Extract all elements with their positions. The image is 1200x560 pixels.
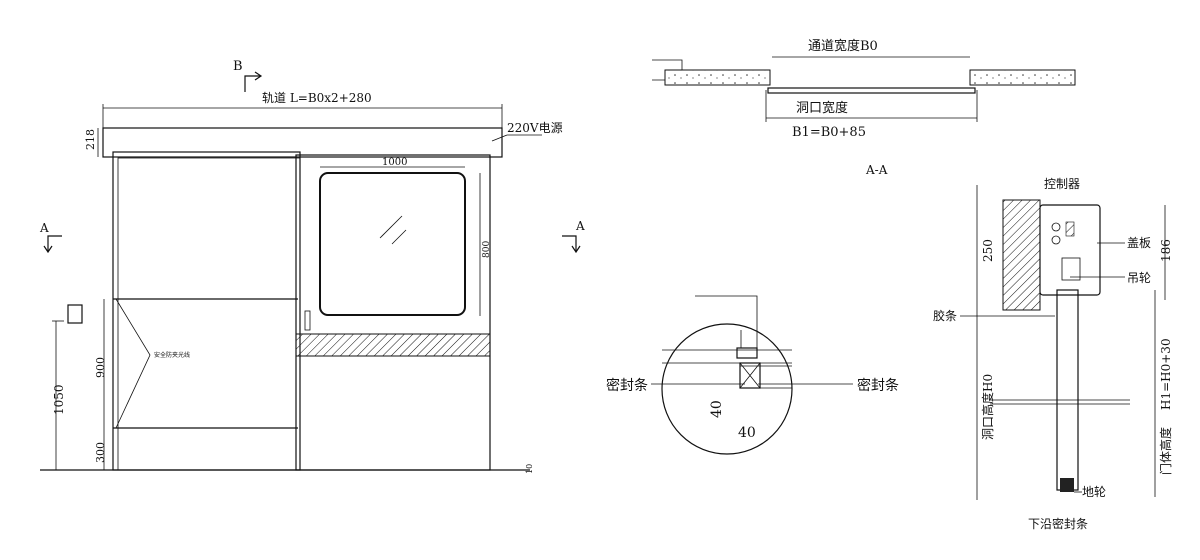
passage-width-label: 通道宽度B0 <box>808 38 878 54</box>
wall-section <box>1002 199 1041 311</box>
sensor-height-900: 900 <box>94 357 107 378</box>
floor-wheel <box>1060 478 1074 492</box>
controller-label: 控制器 <box>1044 177 1080 191</box>
operator-housing <box>1039 204 1101 296</box>
floor-wheel-label: 地轮 <box>1082 485 1106 499</box>
sliding-door-panel <box>295 154 491 471</box>
dim-250: 250 <box>981 239 995 262</box>
section-a-marker-left: A <box>39 221 62 254</box>
kick-band <box>295 333 491 357</box>
door-leaf-section <box>1056 289 1079 491</box>
plan-section-aa: 通道宽度B0 洞口宽度 B1=B0+85 A-A <box>652 38 1076 177</box>
track-header-box <box>102 127 503 158</box>
sensor-label: 安全防夹光线 <box>154 351 190 359</box>
track-dimension: 轨道 L=B0x2+280 <box>102 91 503 128</box>
hanging-wheel-label: 吊轮 <box>1127 271 1151 285</box>
rubber-strip-label: 胶条 <box>933 308 957 323</box>
door-leaf-plan <box>767 87 976 94</box>
svg-text:A: A <box>575 219 585 233</box>
track-length-label: 轨道 L=B0x2+280 <box>262 91 372 105</box>
section-a-marker-right: A <box>562 219 585 254</box>
section-arrow-icon <box>562 235 581 254</box>
glass-icon <box>379 215 407 245</box>
svg-text:A: A <box>39 221 49 235</box>
bottom-seal-label: 下沿密封条 <box>1028 516 1088 531</box>
section-b-marker: B <box>233 59 263 92</box>
door-window <box>319 172 466 316</box>
seal-strip-label-right: 密封条 <box>857 377 899 394</box>
cover-plate-label: 盖板 <box>1127 236 1151 250</box>
window-width-dim: 1000 <box>382 157 407 168</box>
safety-sensor-beams <box>115 298 151 429</box>
opening-formula: B1=B0+85 <box>792 125 866 140</box>
left-door-panel <box>112 151 301 471</box>
wall-left <box>664 69 771 86</box>
section-arrow-icon <box>244 71 263 92</box>
switch-height-dim: 1050 <box>52 384 66 415</box>
door-height-label: 门体高度 <box>1158 427 1173 475</box>
front-elevation: B 轨道 L=B0x2+280 218 220V电源 安全防夹光线 1000 8… <box>39 59 585 474</box>
floor-gap-dim: 10 <box>525 464 534 474</box>
section-b-label: B <box>233 59 243 74</box>
wall-switch <box>67 304 83 324</box>
section-title-aa: A-A <box>865 163 888 177</box>
seal-dim-vertical: 40 <box>709 400 725 418</box>
side-section: 250 洞口高度H0 186 H1=H0+30 门体高度 控制器 盖板 吊轮 胶… <box>933 177 1173 531</box>
seal-dim-horizontal: 40 <box>738 425 756 441</box>
seal-strip-label-left: 密封条 <box>606 377 648 394</box>
window-height-dim: 800 <box>482 241 492 258</box>
opening-height-label: 洞口高度H0 <box>980 374 995 440</box>
sensor-height-300: 300 <box>94 442 107 463</box>
dim-186: 186 <box>1159 239 1173 262</box>
door-height-formula: H1=H0+30 <box>1159 338 1173 410</box>
opening-width-label: 洞口宽度 <box>796 100 848 116</box>
seal-detail: 密封条 密封条 40 40 <box>606 295 899 455</box>
power-supply-label: 220V电源 <box>507 121 563 135</box>
section-arrow-icon <box>43 235 62 254</box>
wall-right <box>969 69 1076 86</box>
door-handle <box>304 310 311 331</box>
header-height-dim: 218 <box>84 129 97 150</box>
